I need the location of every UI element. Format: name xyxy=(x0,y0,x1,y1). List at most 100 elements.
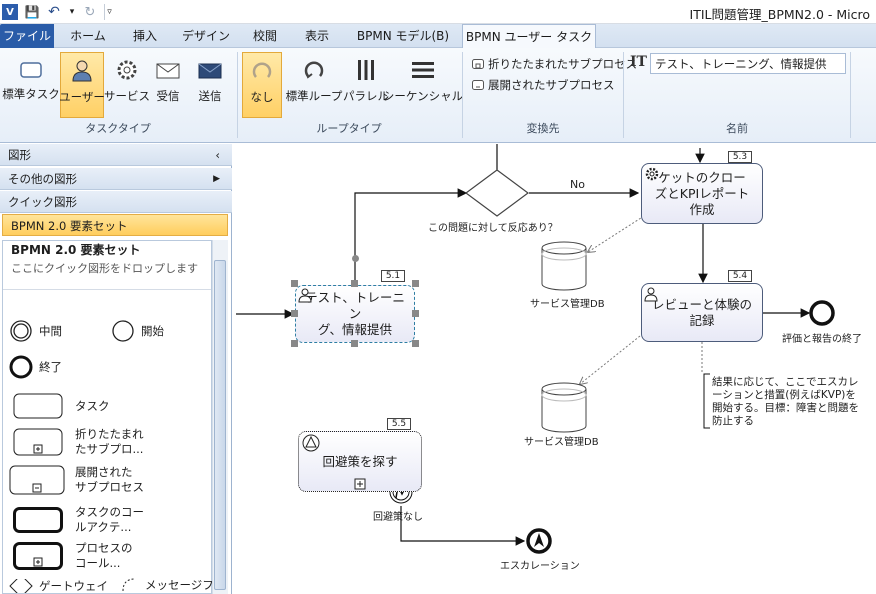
stencil-call-activity-process[interactable]: プロセスのコール... xyxy=(13,541,133,571)
standard-task-button[interactable]: 標準タスク xyxy=(2,52,60,118)
user-task-button[interactable]: ユーザー xyxy=(59,52,105,118)
stencil-hint: ここにクイック図形をドロップします xyxy=(11,262,198,275)
annotation-line: 結果に応じて、ここでエスカレ xyxy=(712,376,859,388)
drawing-canvas[interactable]: この問題に対して反応あり？ No 5.3 ケットのクロー ズとKPIレポート 作… xyxy=(236,144,876,594)
selection-handle[interactable] xyxy=(291,310,298,317)
visio-app-icon[interactable]: V xyxy=(2,4,18,20)
bpmn-stencil-item[interactable]: BPMN 2.0 要素セット xyxy=(2,214,228,236)
selection-handle[interactable] xyxy=(291,340,298,347)
bpmn-stencil-label: BPMN 2.0 要素セット xyxy=(11,219,128,233)
tab-bpmn-user-task[interactable]: BPMN ユーザー タスク xyxy=(462,24,596,49)
end-event[interactable] xyxy=(809,300,835,326)
customize-qat-icon[interactable]: ▿ xyxy=(104,4,112,20)
call-activity-task-icon xyxy=(13,507,63,533)
assoc-54-db2 xyxy=(580,335,641,384)
expanded-subprocess-button[interactable]: 展開されたサブプロセス xyxy=(472,76,615,94)
redo-icon[interactable]: ↻ xyxy=(84,4,96,20)
undo-dropdown-icon[interactable]: ▾ xyxy=(69,7,75,17)
stencil-title: BPMN 2.0 要素セット xyxy=(11,243,141,257)
tab-insert[interactable]: 挿入 xyxy=(132,29,157,43)
stencil-gateway[interactable]: ゲートウェイ xyxy=(9,579,108,593)
stencil-gateway-label: ゲートウェイ xyxy=(39,579,108,593)
user-task-icon xyxy=(644,287,658,302)
end-event-icon xyxy=(9,355,33,379)
task-5-1-tag: 5.1 xyxy=(381,270,405,282)
collapse-panel-icon[interactable]: ‹ xyxy=(215,148,220,162)
task-5-4[interactable]: レビューと体験の 記録 xyxy=(641,283,763,342)
task-5-3-line2: ズとKPIレポート xyxy=(654,185,750,201)
stencil-expanded-subprocess[interactable]: 展開されたサブプロセス xyxy=(9,465,144,495)
text-annotation[interactable]: 結果に応じて、ここでエスカレ ーションと措置(例えばKVP)を 開始する。目標：… xyxy=(712,376,859,428)
send-task-button[interactable]: 送信 xyxy=(190,52,230,118)
stencil-scrollbar-thumb[interactable] xyxy=(214,260,226,590)
tab-view[interactable]: 表示 xyxy=(304,29,329,43)
gear-icon xyxy=(117,60,137,80)
loop-none-label: なし xyxy=(250,90,274,104)
expanded-subprocess-label: 展開されたサブプロセス xyxy=(488,78,615,92)
stencil-message-flow[interactable]: メッセージフ xyxy=(121,577,214,593)
selection-handle[interactable] xyxy=(351,280,358,287)
stencil-collapsed-subprocess[interactable]: 折りたたまれたサブプロ... xyxy=(13,427,144,457)
selection-handle[interactable] xyxy=(412,340,419,347)
annotation-bracket xyxy=(703,373,710,429)
selection-handle[interactable] xyxy=(291,280,298,287)
stencil-expanded-subprocess-label: 展開されたサブプロセス xyxy=(75,465,144,494)
standard-loop-button[interactable]: 標準ループ xyxy=(286,52,342,118)
stencil-task[interactable]: タスク xyxy=(13,393,110,419)
more-shapes-item[interactable]: その他の図形 ▶ xyxy=(0,168,232,190)
shapes-header[interactable]: 図形 ‹ xyxy=(0,144,232,166)
escalation-triangle-icon xyxy=(302,434,320,452)
flow-51-to-gateway[interactable] xyxy=(354,188,468,284)
stencil-message-flow-label: メッセージフ xyxy=(145,578,214,592)
database-1[interactable] xyxy=(541,241,587,291)
loop-type-group-label: ループタイプ xyxy=(316,122,382,135)
service-task-button[interactable]: サービス xyxy=(104,52,150,118)
database-2[interactable] xyxy=(541,382,587,433)
save-icon[interactable]: 💾 xyxy=(24,5,40,19)
tab-file[interactable]: ファイル xyxy=(0,24,54,48)
selection-handle[interactable] xyxy=(412,310,419,317)
message-flow-icon xyxy=(122,578,136,592)
undo-icon[interactable]: ↶ xyxy=(48,4,60,20)
escalation-end-event[interactable] xyxy=(526,528,552,554)
gateway-diamond[interactable] xyxy=(464,169,530,217)
stencil-task-label: タスク xyxy=(75,399,110,413)
flow-boundary-to-escalation[interactable] xyxy=(400,506,526,546)
stencil-call-activity-task[interactable]: タスクのコールアクテ... xyxy=(13,505,144,535)
receive-task-button[interactable]: 受信 xyxy=(148,52,188,118)
task-5-5-label: 回避策を探す xyxy=(322,453,398,469)
tab-review[interactable]: 校閲 xyxy=(252,29,277,43)
expanded-subprocess-shape-icon xyxy=(9,465,65,495)
selection-handle[interactable] xyxy=(351,340,358,347)
quick-shapes-item[interactable]: クイック図形 xyxy=(0,191,232,213)
name-group-label: 名前 xyxy=(726,122,748,135)
sequential-button[interactable]: シーケンシャル xyxy=(383,52,463,118)
tab-home[interactable]: ホーム xyxy=(70,29,106,43)
task-5-4-line2: 記録 xyxy=(689,312,715,328)
task-5-1[interactable]: テスト、トレーニン グ、情報提供 xyxy=(295,285,415,343)
stencil-end[interactable]: 終了 xyxy=(9,355,62,379)
stencil-intermediate[interactable]: 中間 xyxy=(9,319,62,343)
window-title: ITIL問題管理_BPMN2.0 - Micro xyxy=(689,7,870,22)
tab-design[interactable]: デザイン xyxy=(181,29,230,43)
shapes-header-label: 図形 xyxy=(8,148,31,162)
collapsed-subprocess-button[interactable]: 折りたたまれたサブプロセス xyxy=(472,55,637,73)
task-shape-icon xyxy=(13,393,63,419)
convert-group-label: 変換先 xyxy=(526,122,560,135)
task-name-input[interactable]: テスト、トレーニング、情報提供 xyxy=(650,53,846,74)
filled-envelope-icon xyxy=(198,63,222,79)
task-5-3[interactable]: ケットのクロー ズとKPIレポート 作成 xyxy=(641,163,763,224)
loop-none-button[interactable]: なし xyxy=(242,52,282,118)
stencil-start-label: 開始 xyxy=(141,324,164,338)
selection-handle[interactable] xyxy=(412,280,419,287)
stencil-start[interactable]: 開始 xyxy=(111,319,164,343)
ribbon-separator xyxy=(850,52,851,138)
task-5-3-tag: 5.3 xyxy=(728,151,752,163)
standard-task-icon xyxy=(20,62,42,78)
parallel-button[interactable]: パラレル xyxy=(343,52,389,118)
envelope-icon xyxy=(156,63,180,79)
rotation-handle[interactable] xyxy=(352,255,359,262)
stencil-divider xyxy=(3,289,211,290)
task-5-1-line1: テスト、トレーニン xyxy=(305,290,405,321)
tab-bpmn-model[interactable]: BPMN モデル(B) xyxy=(356,29,450,43)
